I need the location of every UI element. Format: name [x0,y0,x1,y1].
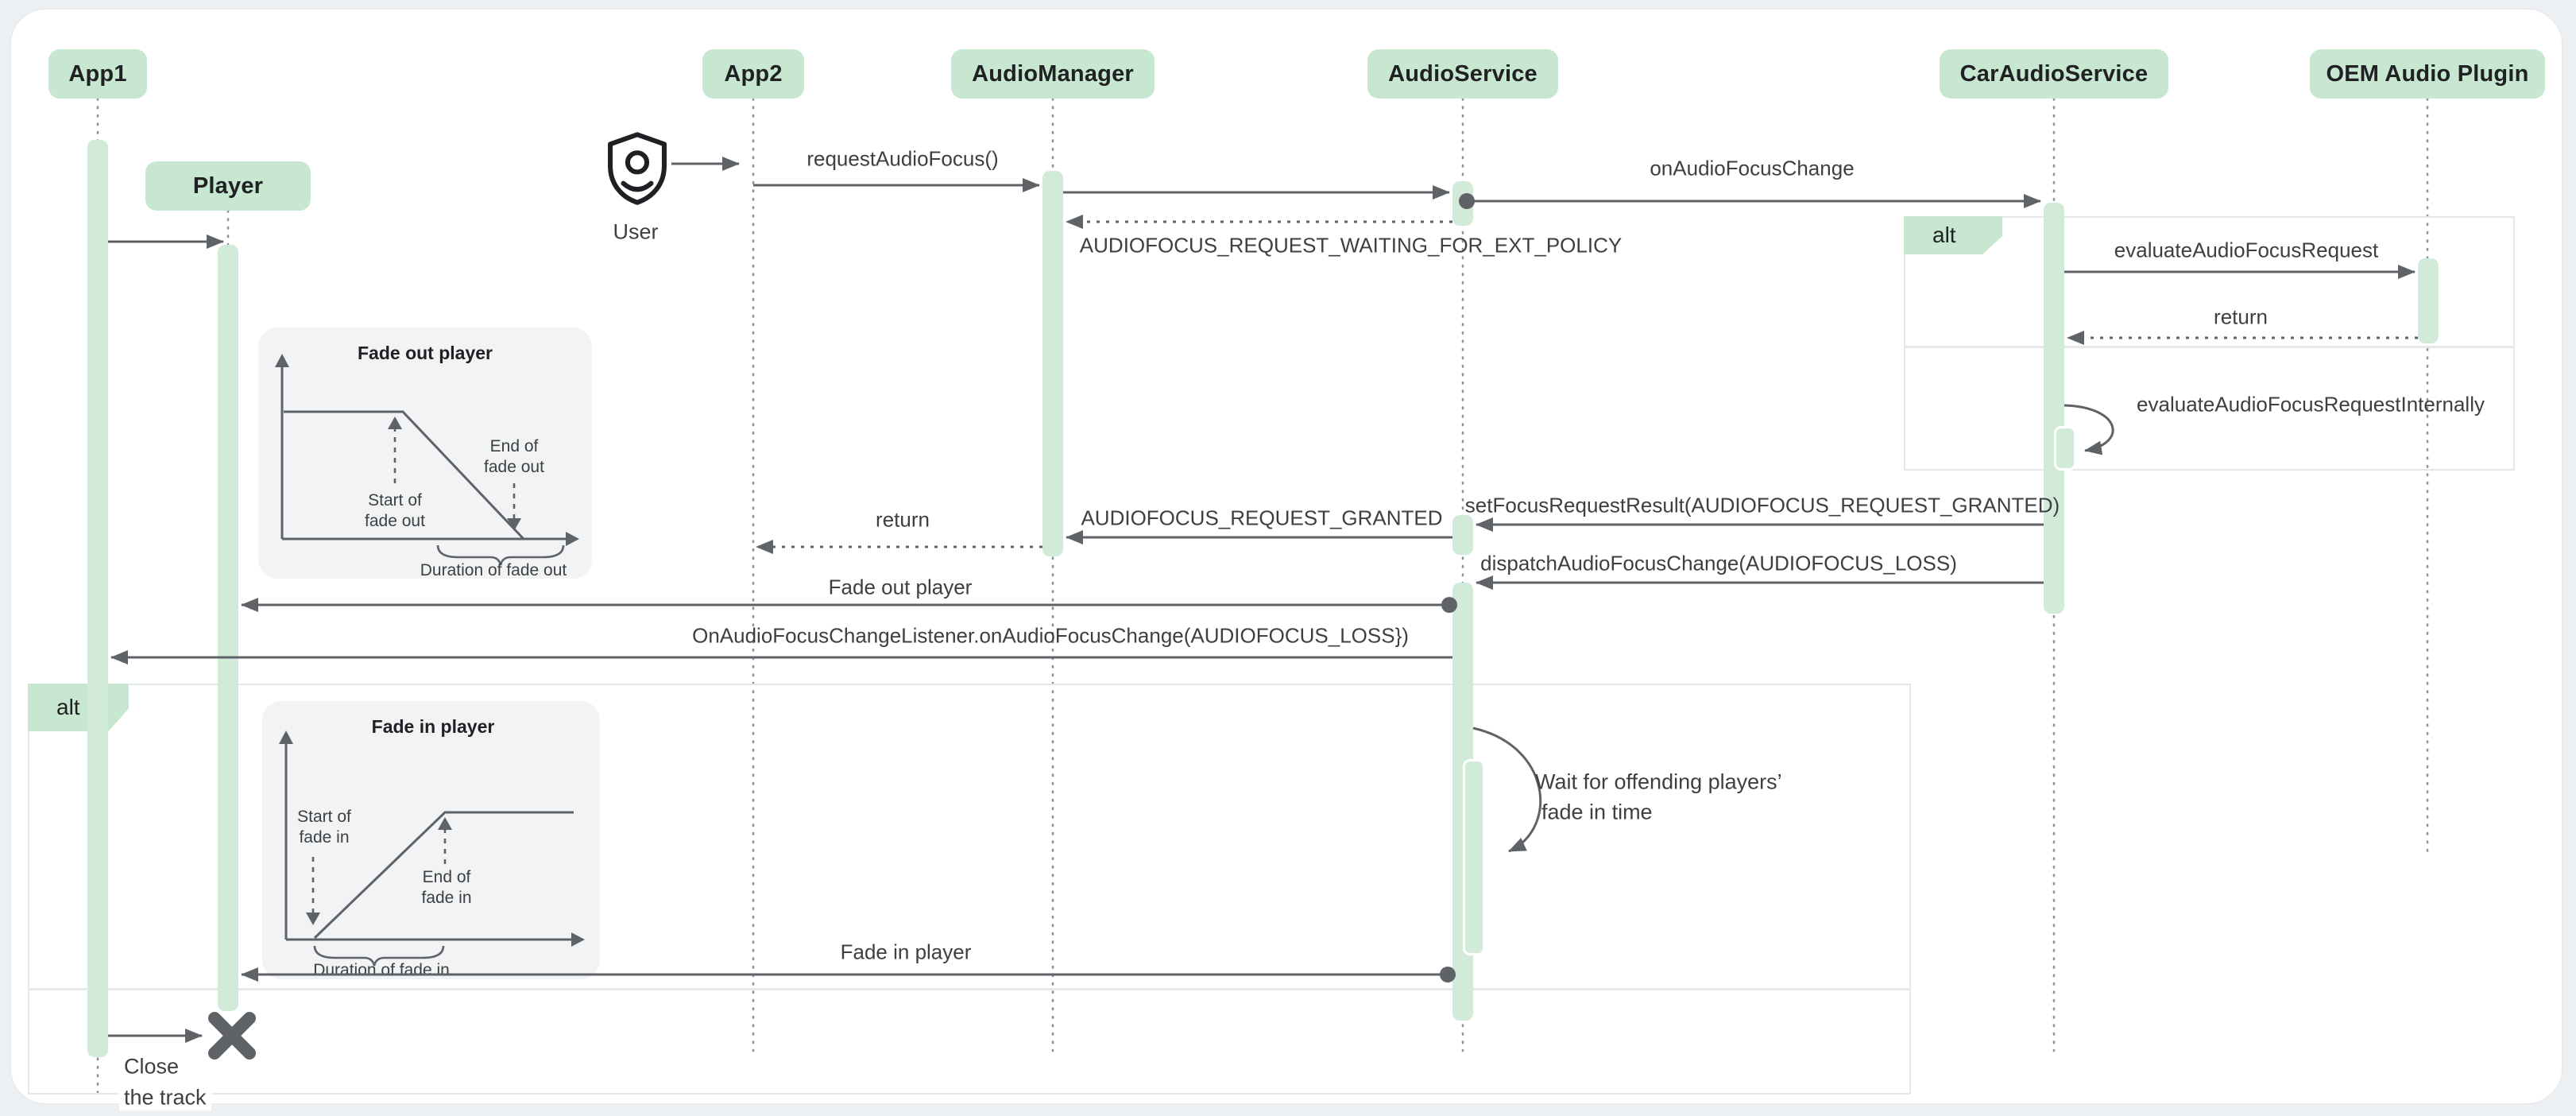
y-axis-arrow [279,730,293,744]
message-evaluate-internally: evaluateAudioFocusRequestInternally [2137,392,2485,417]
message-evaluate-request: evaluateAudioFocusRequest [2114,238,2379,262]
alt-fragment-fade-divider [29,988,1909,990]
alt-fragment-policy-badge: alt [1904,216,2002,254]
duration-fade-out-label: Duration of fade out [420,561,567,579]
end-fade-in-label-2: fade in [421,889,471,907]
participant-label: App1 [68,60,127,87]
participant-label: AudioService [1388,60,1537,87]
activation-audiomanager [1042,171,1063,556]
end-fade-in-label-1: End of [423,868,471,886]
participant-audiomanager: AudioManager [951,49,1155,99]
end-fade-out-label-1: End of [490,437,539,455]
x-axis-arrow [566,532,579,546]
activation-audioservice-1 [1452,181,1473,226]
note-wait-line1: Wait for offending players’ [1535,769,1782,794]
message-request-granted: AUDIOFOCUS_REQUEST_GRANTED [1081,506,1443,530]
start-fade-in-label-2: fade in [299,828,349,847]
fade-out-chart-title: Fade out player [358,343,493,363]
message-set-focus-result: setFocusRequestResult(AUDIOFOCUS_REQUEST… [1464,493,2060,517]
alt-fragment-fade-badge: alt [28,684,129,731]
participant-oem-plugin: OEM Audio Plugin [2310,49,2545,99]
message-dispatch-loss: dispatchAudioFocusChange(AUDIOFOCUS_LOSS… [1480,551,1957,575]
close-track-line1: Close [119,1053,184,1080]
fade-out-chart: Fade out player Start of fade out End of [258,327,592,579]
message-return-oem: return [2214,304,2268,329]
message-waiting-ext-policy: AUDIOFOCUS_REQUEST_WAITING_FOR_EXT_POLIC… [1079,233,1623,258]
pointer-up-arrow [438,817,452,830]
user-actor-label: User [613,219,659,244]
message-fade-in-player: Fade in player [840,940,972,964]
alt-fragment-policy-divider [1905,346,2513,348]
participant-app2: App2 [702,49,804,99]
participant-label: Player [192,172,264,199]
message-return-app2: return [876,507,930,532]
message-on-audio-focus-change: onAudioFocusChange [1650,156,1855,180]
pointer-down-arrow [507,518,521,531]
message-fade-out-player: Fade out player [828,575,973,599]
activation-caraudioservice-nested [2054,426,2076,471]
note-wait-line2: fade in time [1541,800,1653,824]
message-listener-loss: OnAudioFocusChangeListener.onAudioFocusC… [692,623,1409,648]
pointer-up-arrow [388,417,402,429]
participant-audioservice: AudioService [1367,49,1558,99]
duration-fade-in-label: Duration of fade in [313,961,450,979]
close-track-line2: the track [119,1084,211,1111]
fade-in-chart-title: Fade in player [372,716,495,737]
fade-in-curve [313,811,574,940]
alt-fragment-fade [28,684,1911,1095]
activation-oem-plugin [2418,258,2439,343]
start-fade-in-label-1: Start of [297,808,351,826]
activation-caraudioservice [2044,203,2064,614]
duration-brace [436,544,565,566]
participant-caraudioservice: CarAudioService [1940,49,2168,99]
activation-audioservice-nested [1463,759,1485,955]
participant-label: App2 [724,60,783,87]
message-request-audio-focus: requestAudioFocus() [806,146,999,171]
participant-app1: App1 [48,49,147,99]
x-axis-arrow [571,932,585,947]
duration-brace [313,945,445,967]
participant-player: Player [145,161,311,211]
participant-label: CarAudioService [1959,60,2149,87]
fade-out-curve [284,410,525,541]
start-fade-out-label-1: Start of [368,491,422,510]
fade-in-chart: Fade in player Start of fade in End of [262,701,600,979]
activation-app1 [87,140,108,1057]
participant-label: AudioManager [972,60,1134,87]
participant-label: OEM Audio Plugin [2326,60,2529,87]
activation-player [218,245,238,1011]
alt-label: alt [1932,223,1956,247]
alt-fragment-policy [1904,216,2515,471]
end-fade-out-label-2: fade out [484,458,544,476]
y-axis-arrow [275,354,289,367]
alt-label: alt [56,695,80,719]
pointer-down-arrow [306,913,320,925]
start-fade-out-label-2: fade out [365,512,425,530]
activation-audioservice-2 [1452,515,1473,555]
